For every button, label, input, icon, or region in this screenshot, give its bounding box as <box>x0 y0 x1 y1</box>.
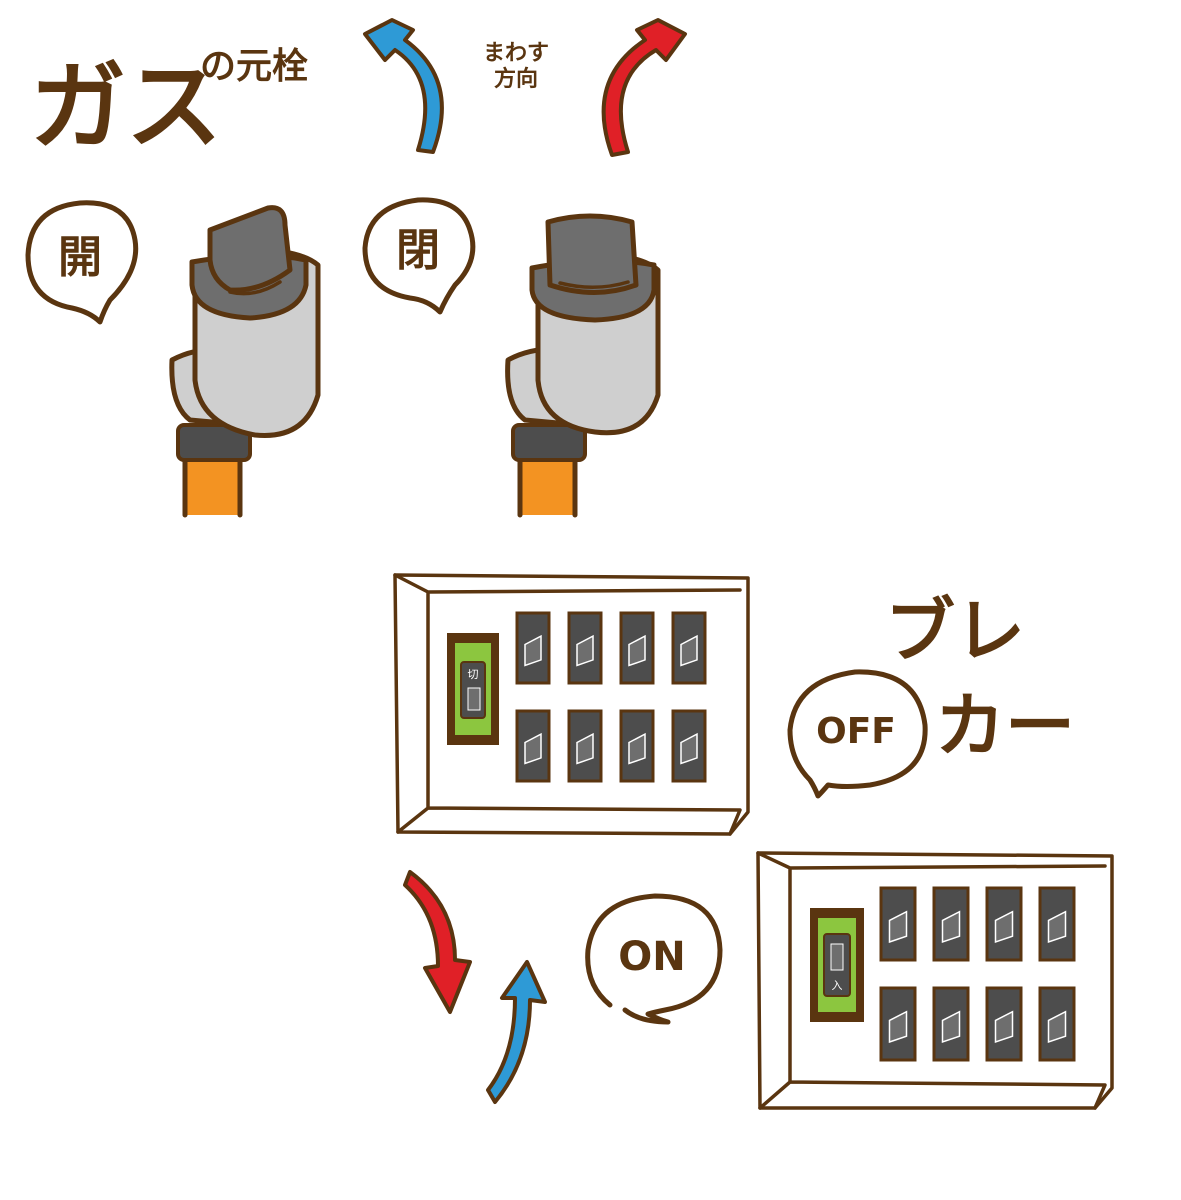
bubble-close-text: 閉 <box>396 225 440 276</box>
breaker-switch <box>985 986 1023 1062</box>
breaker-switch <box>879 886 917 962</box>
direction-label-line2: 方向 <box>494 66 538 92</box>
breaker-title: ブレ カー <box>885 590 1075 767</box>
breaker-switch <box>671 709 707 783</box>
breaker-row-set-on <box>879 886 1076 1062</box>
direction-label-line1: まわす <box>483 41 549 66</box>
direction-label: まわす 方向 <box>483 41 549 92</box>
breaker-switch <box>619 709 655 783</box>
breaker-switch <box>515 709 551 783</box>
speech-bubble-open: 開 <box>25 200 139 325</box>
breaker-title-line1: ブレ <box>885 590 1025 672</box>
gas-valve-open <box>169 205 321 518</box>
main-switch-on-label: 入 <box>832 979 843 992</box>
main-switch-off-label: 切 <box>468 668 479 681</box>
speech-bubble-on: ON <box>585 893 723 1025</box>
breaker-title-line2: カー <box>935 685 1075 767</box>
breaker-row-set-off <box>515 611 707 783</box>
speech-bubble-off: OFF <box>787 669 928 799</box>
breaker-switch <box>932 886 970 962</box>
breaker-switch <box>985 886 1023 962</box>
gas-title-main: ガス <box>30 51 222 163</box>
gas-title: ガス の元栓 <box>30 46 308 163</box>
turn-left-arrow-icon <box>363 18 444 154</box>
breaker-switch <box>932 986 970 1062</box>
breaker-panel-off: 切 <box>393 573 750 836</box>
down-red-arrow-icon <box>403 870 472 1014</box>
breaker-panel-on: 入 <box>756 851 1114 1110</box>
breaker-switch <box>515 611 551 685</box>
breaker-switch <box>567 709 603 783</box>
bubble-on-text: ON <box>618 934 685 980</box>
turn-right-arrow-icon <box>601 18 687 157</box>
speech-bubble-close: 閉 <box>362 197 476 315</box>
breaker-switch <box>1038 886 1076 962</box>
breaker-switch <box>567 611 603 685</box>
breaker-switch <box>619 611 655 685</box>
up-blue-arrow-icon <box>486 960 547 1104</box>
breaker-switch <box>671 611 707 685</box>
breaker-switch <box>1038 986 1076 1062</box>
breaker-switch <box>879 986 917 1062</box>
bubble-open-text: 開 <box>58 232 102 283</box>
bubble-off-text: OFF <box>816 711 896 752</box>
gas-title-sub: の元栓 <box>200 46 308 87</box>
gas-valve-closed <box>505 213 661 518</box>
